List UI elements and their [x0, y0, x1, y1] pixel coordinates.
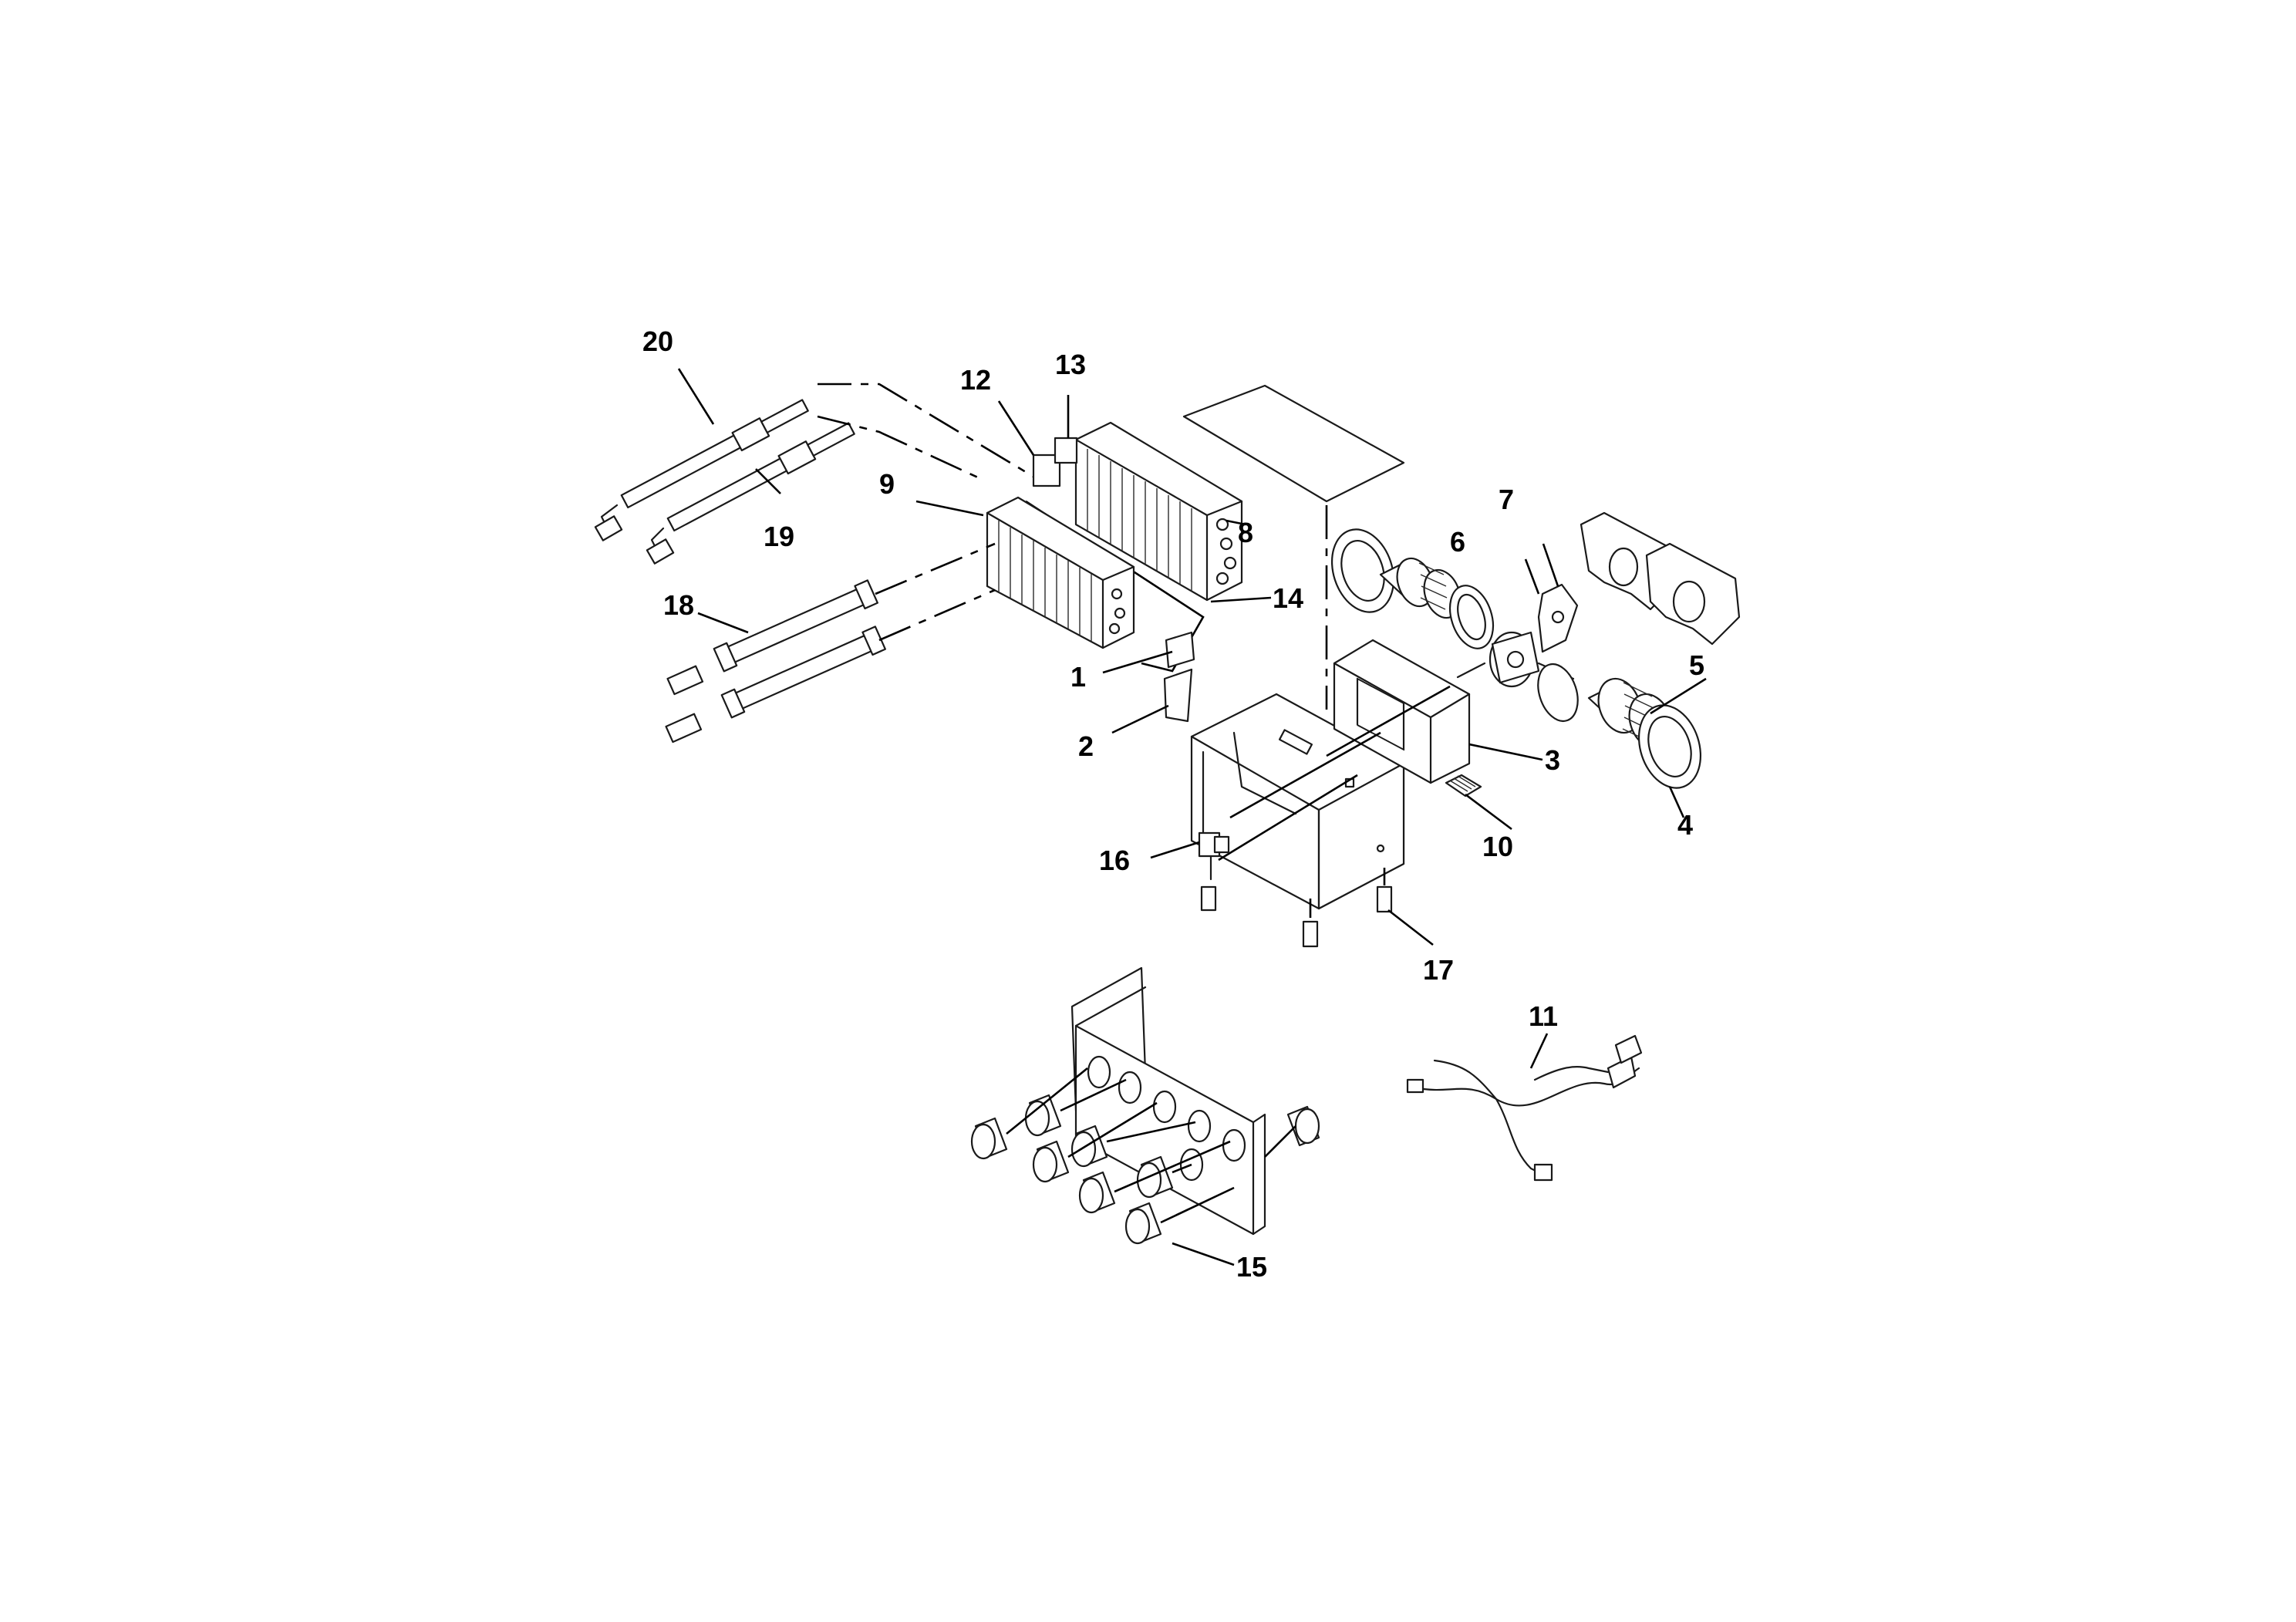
thermostat-2 [1163, 668, 1193, 723]
inlet-ring-left [1330, 528, 1395, 613]
mounting-feet-17 [1302, 885, 1393, 948]
inlet-ring-right [1537, 663, 1579, 722]
motor-mount-7 [1537, 583, 1579, 653]
callout-6: 6 [1450, 526, 1465, 558]
callout-12: 12 [960, 364, 991, 396]
heater-tubes-18 [665, 579, 886, 744]
resistor-10 [1445, 774, 1482, 798]
blower-motor-6 [1456, 631, 1575, 688]
hose-20-routing [818, 383, 1050, 487]
housing-halves [1580, 511, 1741, 646]
callout-9: 9 [879, 468, 895, 500]
callout-14: 14 [1273, 582, 1303, 614]
inlet-ring-4 [1637, 704, 1702, 789]
blower-scroll-3 [1333, 639, 1471, 784]
leader-line-drain [1218, 774, 1358, 862]
callout-7: 7 [1499, 484, 1514, 515]
control-knobs [970, 1094, 1320, 1245]
callout-8: 8 [1238, 517, 1253, 548]
callout-11: 11 [1529, 1000, 1558, 1032]
leader-line-housing [1229, 731, 1381, 819]
callout-20: 20 [642, 325, 673, 357]
callout-10: 10 [1482, 831, 1513, 862]
evaporator-core-9 [986, 496, 1135, 649]
tube-18-routing-b [878, 588, 996, 642]
bracket-1 [1165, 631, 1195, 669]
hose-19 [646, 422, 855, 565]
switch-16 [1198, 831, 1230, 912]
callout-3: 3 [1545, 744, 1560, 776]
leader-line-axis [1326, 685, 1451, 757]
callout-18: 18 [663, 589, 694, 621]
callout-13: 13 [1055, 349, 1086, 380]
fitting-13 [1054, 437, 1078, 464]
hose-19-routing [817, 415, 980, 480]
inlet-ring-mid [1448, 585, 1495, 649]
tube-18-routing-a [875, 542, 996, 595]
hose-20 [594, 399, 809, 541]
evaporator-core-8 [1032, 421, 1243, 602]
callout-leaders [677, 368, 1707, 1266]
callout-4: 4 [1677, 809, 1693, 841]
callout-2: 2 [1078, 730, 1094, 762]
cover-panel [1182, 384, 1405, 503]
callout-16: 16 [1099, 845, 1130, 876]
callout-19: 19 [764, 521, 794, 552]
housing-case [1190, 693, 1405, 910]
callout-5: 5 [1689, 649, 1704, 681]
wiring-harness-11 [1406, 1034, 1643, 1182]
knob-alignment-lines [1006, 1067, 1296, 1224]
callout-15: 15 [1236, 1251, 1267, 1283]
callout-1: 1 [1070, 661, 1086, 693]
callout-17: 17 [1423, 954, 1454, 986]
